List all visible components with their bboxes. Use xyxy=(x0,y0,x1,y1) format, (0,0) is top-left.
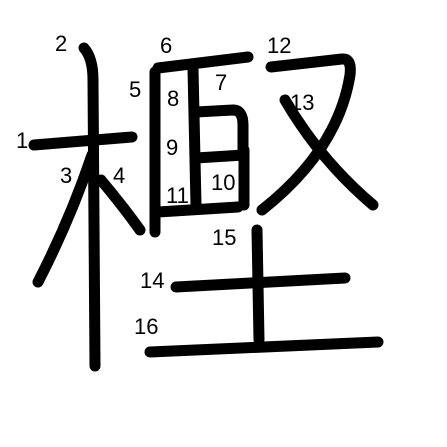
stroke-number-15: 15 xyxy=(212,225,236,250)
stroke-number-8: 8 xyxy=(167,86,179,111)
stroke-number-4: 4 xyxy=(113,163,125,188)
stroke-16 xyxy=(144,336,384,358)
stroke-number-16: 16 xyxy=(134,314,158,339)
stroke-11 xyxy=(152,201,244,218)
stroke-12 xyxy=(256,53,356,216)
stroke-2 xyxy=(78,42,101,372)
stroke-number-6: 6 xyxy=(160,33,172,58)
stroke-4 xyxy=(95,174,146,236)
stroke-number-12: 12 xyxy=(267,33,291,58)
stroke-13 xyxy=(279,94,379,211)
stroke-9 xyxy=(190,149,250,164)
stroke-8 xyxy=(190,104,249,156)
stroke-6 xyxy=(152,51,254,74)
stroke-number-1: 1 xyxy=(16,128,28,153)
stroke-number-5: 5 xyxy=(129,77,141,102)
stroke-number-11: 11 xyxy=(166,183,189,208)
stroke-number-10: 10 xyxy=(211,170,235,195)
stroke-7 xyxy=(187,63,202,211)
stroke-number-7: 7 xyxy=(215,70,227,95)
stroke-number-13: 13 xyxy=(290,90,314,115)
stroke-3 xyxy=(32,149,98,288)
stroke-1 xyxy=(28,131,138,151)
stroke-number-9: 9 xyxy=(166,135,178,160)
stroke-number-3: 3 xyxy=(60,163,72,188)
stroke-15 xyxy=(251,224,265,346)
stroke-number-2: 2 xyxy=(55,31,67,56)
stroke-number-14: 14 xyxy=(140,268,164,293)
